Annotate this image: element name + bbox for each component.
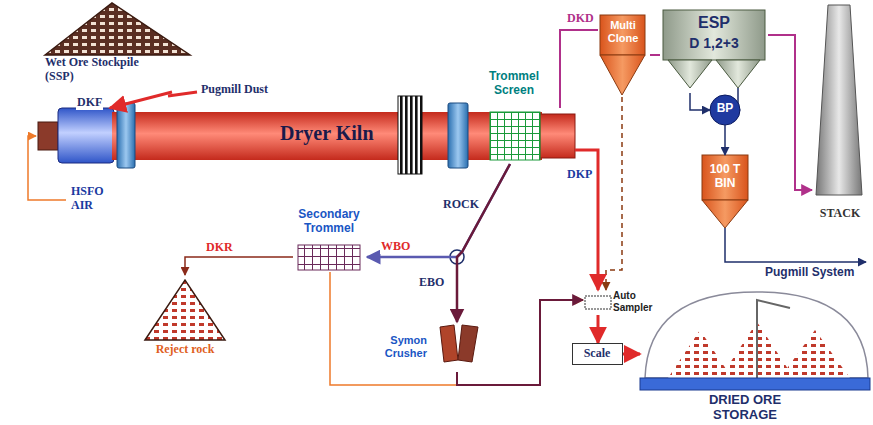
flow-connector xyxy=(457,164,510,322)
rock-label: ROCK xyxy=(442,198,480,212)
node-text: Dryer Kiln xyxy=(280,122,410,145)
node-text: D 1,2+3 xyxy=(663,35,765,51)
esp-precipitator: ESP D 1,2+3 xyxy=(660,8,768,93)
node-text: Scale xyxy=(573,347,621,361)
node-text: Auto Sampler xyxy=(613,290,663,313)
hsfo-air-label: HSFO AIR xyxy=(70,185,114,213)
multi-clone: Multi Clone xyxy=(598,13,650,97)
stream-code: DKP xyxy=(566,168,593,182)
stream-code: EBO xyxy=(418,276,445,290)
dryer-kiln: Dryer Kiln xyxy=(58,108,575,163)
flow-connector xyxy=(606,97,622,290)
pugmill-dust-label: Pugmill Dust xyxy=(200,83,269,97)
node-text: 100 T BIN xyxy=(700,163,750,191)
node-text: DRIED ORE STORAGE xyxy=(685,393,805,423)
stream-code: DKF xyxy=(76,96,103,110)
node-text: Symon Crusher xyxy=(355,334,427,359)
node-text: Multi Clone xyxy=(598,19,648,44)
secondary-trommel: Secondary Trommel xyxy=(293,208,367,272)
pugmill-system-label: Pugmill System xyxy=(764,266,855,280)
flow-connector xyxy=(597,315,600,343)
flow-connector xyxy=(367,164,510,257)
flow-connector xyxy=(110,92,172,108)
dried-ore-storage: DRIED ORE STORAGE xyxy=(640,285,870,425)
node-text: ESP xyxy=(663,14,765,32)
flow-connector xyxy=(768,35,812,190)
flow-connector xyxy=(650,54,660,56)
node-text: Reject rock xyxy=(140,343,230,357)
node-text: Secondary Trommel xyxy=(293,208,365,236)
node-text: Trommel Screen xyxy=(484,70,544,98)
flow-connector xyxy=(690,93,710,110)
stream-code: DKD xyxy=(566,12,595,26)
flow-connector xyxy=(724,125,726,155)
flow-connector xyxy=(623,353,640,356)
node-text: Wet Ore Stockpile (SSP) xyxy=(45,56,155,84)
bin: 100 T BIN xyxy=(700,155,752,230)
node-text: STACK xyxy=(812,207,868,221)
flow-connector xyxy=(185,257,293,275)
scale-box: Scale xyxy=(572,343,623,365)
flow-connector xyxy=(330,272,583,385)
reject-rock-pile: Reject rock xyxy=(140,275,232,360)
stream-code: DKR xyxy=(205,241,234,255)
wet-ore-stockpile: Wet Ore Stockpile (SSP) xyxy=(40,0,195,92)
flow-connector xyxy=(457,300,583,385)
auto-sampler: Auto Sampler xyxy=(583,290,665,315)
bp-circle: BP xyxy=(710,95,742,125)
symon-crusher: Symon Crusher xyxy=(355,322,480,372)
node-text: BP xyxy=(710,102,740,116)
stack: STACK xyxy=(812,5,870,223)
stream-code: WBO xyxy=(380,240,411,254)
trommel-screen: Trommel Screen xyxy=(484,70,546,164)
flow-connector xyxy=(560,30,598,108)
